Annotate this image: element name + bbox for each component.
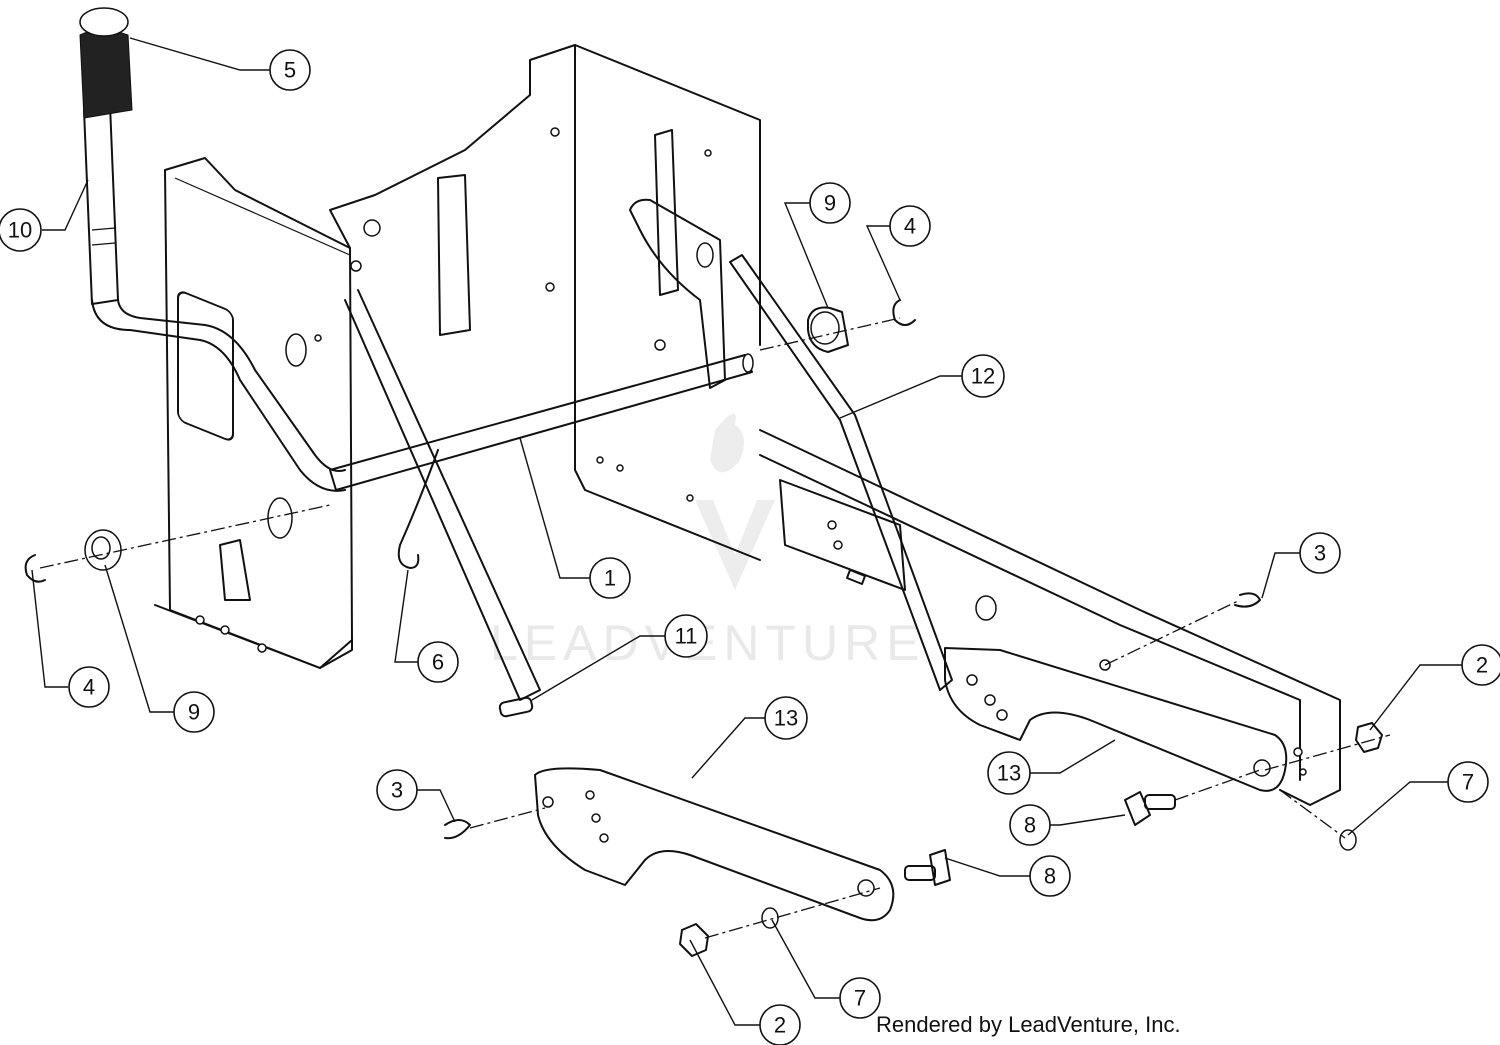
callout-9: 9 <box>809 182 851 224</box>
callouts: 1 2 2 3 3 4 4 5 6 7 7 8 8 9 9 10 11 12 1… <box>0 49 1500 1045</box>
callout-2: 2 <box>1461 644 1500 686</box>
callout-10: 10 <box>0 208 42 252</box>
watermark: LEADVENTURE <box>490 413 926 671</box>
callout-7: 7 <box>839 977 881 1019</box>
frame-rail <box>759 429 1341 806</box>
svg-text:10: 10 <box>8 218 32 243</box>
callout-9: 9 <box>173 691 215 733</box>
svg-text:13: 13 <box>997 761 1021 786</box>
callout-12: 12 <box>961 354 1005 398</box>
callout-5: 5 <box>269 49 311 91</box>
callout-6: 6 <box>417 641 459 683</box>
svg-text:9: 9 <box>824 191 836 216</box>
callout-13: 13 <box>987 751 1031 795</box>
link-13-left <box>534 767 895 922</box>
callout-2: 2 <box>759 1004 801 1045</box>
callout-11: 11 <box>664 614 708 658</box>
svg-text:2: 2 <box>774 1013 786 1038</box>
callout-4: 4 <box>889 205 931 247</box>
lift-handle <box>79 7 346 492</box>
callout-4: 4 <box>68 666 110 708</box>
spring-6 <box>397 449 439 569</box>
callout-13: 13 <box>764 696 808 740</box>
svg-text:13: 13 <box>774 706 798 731</box>
svg-text:9: 9 <box>188 700 200 725</box>
render-credit: Rendered by LeadVenture, Inc. <box>876 1012 1181 1037</box>
callout-3: 3 <box>1299 532 1341 574</box>
svg-text:1: 1 <box>604 566 616 591</box>
callout-8: 8 <box>1009 804 1051 846</box>
svg-text:4: 4 <box>83 675 95 700</box>
svg-text:8: 8 <box>1024 813 1036 838</box>
svg-text:11: 11 <box>675 624 698 649</box>
right-side-plate <box>329 44 761 561</box>
svg-text:7: 7 <box>1462 770 1474 795</box>
svg-text:3: 3 <box>391 778 403 803</box>
callout-7: 7 <box>1447 761 1489 803</box>
lift-shaft <box>329 353 754 491</box>
svg-text:3: 3 <box>1314 541 1326 566</box>
callout-3: 3 <box>376 769 418 811</box>
rod-11 <box>344 289 541 718</box>
callout-8: 8 <box>1029 855 1071 897</box>
hardware <box>24 299 1383 957</box>
watermark-text: LEADVENTURE <box>490 615 926 671</box>
lift-plate <box>629 198 953 691</box>
center-lines <box>39 317 1391 939</box>
svg-text:5: 5 <box>284 58 296 83</box>
callout-1: 1 <box>589 557 631 599</box>
svg-text:8: 8 <box>1044 864 1056 889</box>
svg-text:12: 12 <box>971 364 995 389</box>
svg-text:2: 2 <box>1476 653 1488 678</box>
leader-lines <box>31 37 1462 1026</box>
left-side-plate <box>154 157 362 669</box>
svg-text:6: 6 <box>432 650 444 675</box>
svg-text:4: 4 <box>904 214 916 239</box>
svg-text:7: 7 <box>854 986 866 1011</box>
